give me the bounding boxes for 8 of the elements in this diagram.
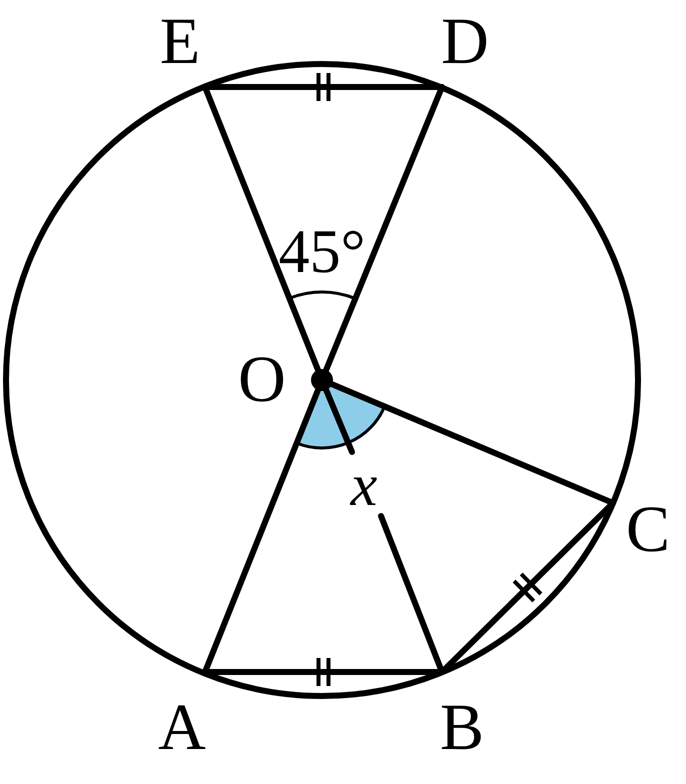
point-label: A (158, 695, 206, 761)
point-label: D (441, 9, 489, 75)
angle-label: 45° (278, 221, 366, 283)
point-label: B (440, 695, 484, 761)
point-label: O (238, 347, 286, 413)
point-label: E (160, 9, 200, 75)
point-label: C (626, 497, 670, 563)
angle-label: x (350, 455, 378, 515)
